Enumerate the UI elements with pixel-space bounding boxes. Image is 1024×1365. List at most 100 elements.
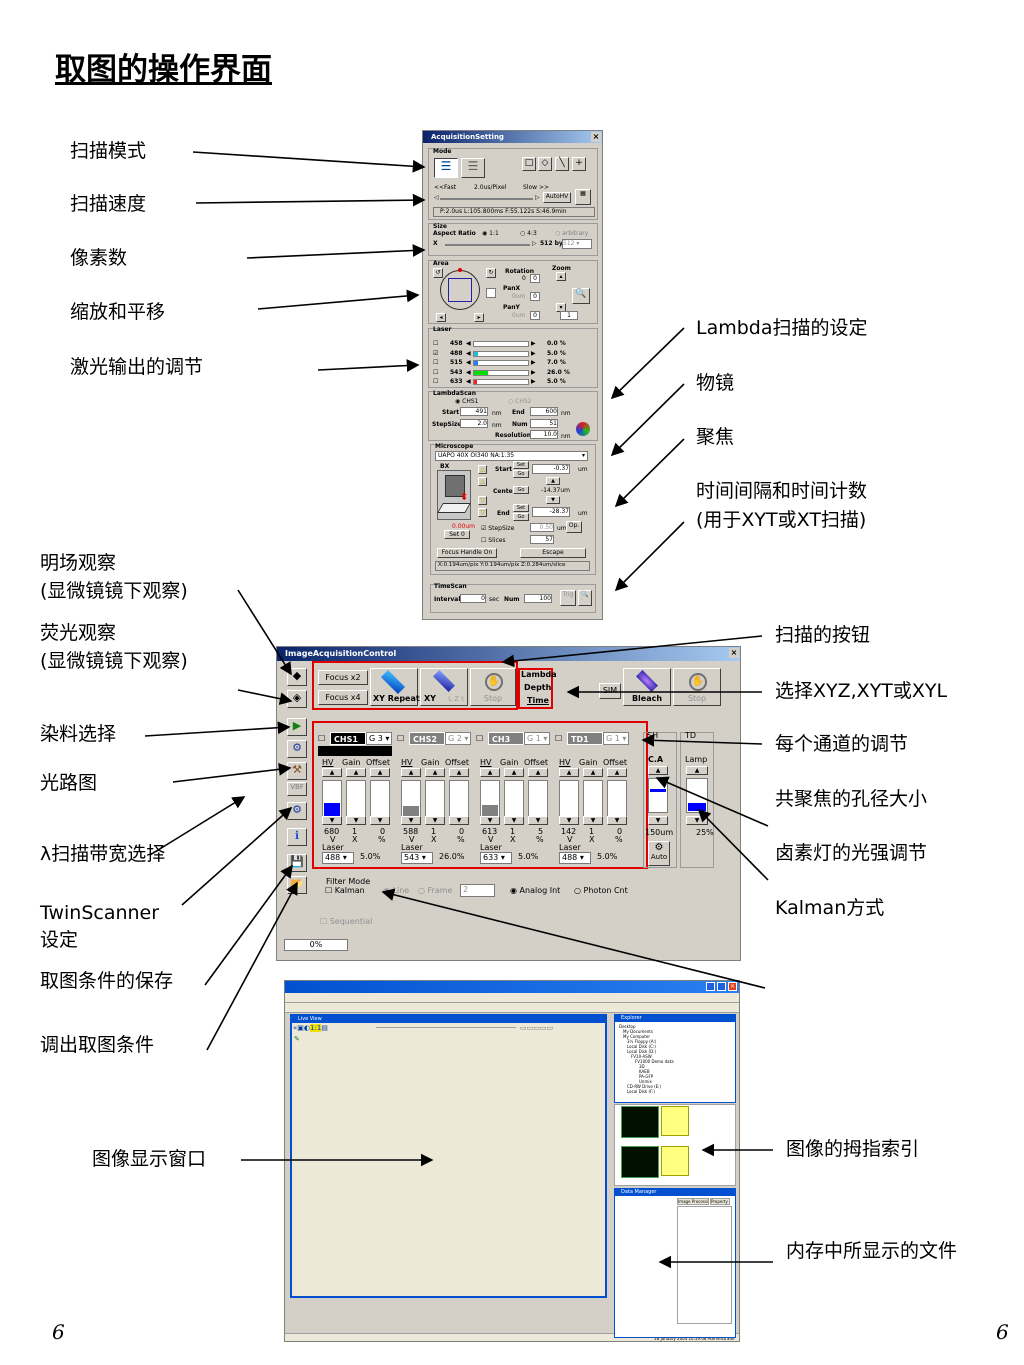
- trig-button[interactable]: Trig: [560, 590, 576, 606]
- laser-slider-track[interactable]: [473, 350, 529, 357]
- rotation-field[interactable]: 0: [530, 274, 540, 283]
- photon-cnt-radio[interactable]: ○ Photon Cnt: [574, 886, 628, 895]
- laser-increase-icon[interactable]: ▶: [531, 340, 536, 347]
- bleach-button[interactable]: Bleach: [623, 668, 671, 706]
- scan-mode-bidirectional-button[interactable]: ☰: [461, 158, 485, 178]
- y-size-select[interactable]: 512 ▾: [562, 239, 592, 249]
- z-end-go-button[interactable]: Go: [513, 513, 529, 521]
- slices-checkbox[interactable]: ☐ Slices: [481, 537, 506, 544]
- z-center-go-button[interactable]: Go: [513, 486, 529, 494]
- gain-up-icon[interactable]: ▲: [504, 768, 524, 777]
- laser-slider-track[interactable]: [473, 369, 529, 376]
- off-down-icon[interactable]: ▼: [607, 816, 627, 825]
- area-line-icon[interactable]: ╲: [555, 157, 569, 171]
- info-icon[interactable]: ℹ: [287, 828, 307, 846]
- tree-item[interactable]: Desktop: [619, 1024, 636, 1029]
- gain-down-icon[interactable]: ▼: [346, 816, 366, 825]
- image-processing-tab[interactable]: Image Processing: [677, 1198, 709, 1205]
- z-end-field[interactable]: -28.37: [532, 507, 570, 517]
- frame-radio[interactable]: ○ Frame: [418, 886, 453, 895]
- autohv-button[interactable]: AutoHV: [543, 192, 571, 203]
- off-down-icon[interactable]: ▼: [449, 816, 469, 825]
- focus-down-fast-icon[interactable]: ▽: [478, 508, 487, 517]
- close-icon[interactable]: ×: [591, 132, 601, 142]
- live-view-window[interactable]: Live View «▣◐1:1▤ ▭▭▭▭▭ ✎: [290, 1014, 607, 1298]
- analog-int-radio[interactable]: ◉ Analog Int: [510, 886, 561, 895]
- interval-field[interactable]: 0: [460, 594, 486, 603]
- gain-up-icon[interactable]: ▲: [425, 768, 445, 777]
- tree-item[interactable]: 3D: [639, 1064, 645, 1069]
- tree-item[interactable]: PA-GFP: [639, 1074, 654, 1079]
- sequential-checkbox[interactable]: ☐ Sequential: [320, 917, 373, 926]
- scan-area-square[interactable]: [448, 278, 472, 302]
- off-up-icon[interactable]: ▲: [449, 768, 469, 777]
- channel-dye-select[interactable]: G 3 ▾: [366, 732, 392, 745]
- channel-dye-select[interactable]: G 1 ▾: [524, 732, 550, 745]
- xy-scan-button[interactable]: XY L Z t: [420, 668, 468, 706]
- hv-down-icon[interactable]: ▼: [559, 816, 579, 825]
- thumbnail-image-2[interactable]: [621, 1146, 659, 1178]
- channel-name[interactable]: CHS2: [409, 732, 445, 745]
- live-view-slider[interactable]: [376, 1027, 516, 1030]
- speed-left-arrow-icon[interactable]: ◁: [434, 194, 439, 201]
- focus-x4-button[interactable]: Focus x4: [318, 690, 368, 705]
- focus-up-icon[interactable]: △: [478, 477, 487, 486]
- ca-down-icon[interactable]: ▼: [648, 816, 668, 825]
- focus-x2-button[interactable]: Focus x2: [318, 670, 368, 685]
- laser-decrease-icon[interactable]: ◀: [466, 368, 471, 376]
- channel-enable-checkbox[interactable]: ☐: [476, 734, 484, 743]
- tree-item[interactable]: FV1000 Demo data: [635, 1059, 674, 1064]
- chs1-radio[interactable]: ◉ CHS1: [455, 398, 479, 405]
- hv-level-well[interactable]: [480, 780, 500, 825]
- lambda-start-field[interactable]: 491: [460, 407, 488, 416]
- tree-item[interactable]: 3½ Floppy (A:): [627, 1039, 657, 1044]
- channel-enable-checkbox[interactable]: ☐: [555, 734, 563, 743]
- laser-decrease-icon[interactable]: ◀: [466, 378, 471, 385]
- area-rect-icon[interactable]: □: [522, 157, 536, 171]
- tree-item[interactable]: Local Disk (C:): [627, 1044, 656, 1049]
- spectrum-icon[interactable]: [576, 422, 590, 436]
- z-start-go-button[interactable]: Go: [513, 470, 529, 478]
- hv-up-icon[interactable]: ▲: [322, 768, 342, 777]
- pixel-size-right-icon[interactable]: ▷: [532, 240, 537, 247]
- rotate-right-icon[interactable]: ↻: [486, 268, 496, 278]
- lambda-end-field[interactable]: 600: [530, 407, 558, 416]
- channel-laser-select[interactable]: 633 ▾: [480, 852, 512, 864]
- tree-item[interactable]: My Documents: [623, 1029, 653, 1034]
- laser-checkbox[interactable]: ☐: [433, 359, 439, 366]
- pixel-size-slider[interactable]: [445, 244, 530, 246]
- off-up-icon[interactable]: ▲: [370, 768, 390, 777]
- stop-scan-button[interactable]: ✋ Stop: [470, 668, 516, 706]
- laser-decrease-icon[interactable]: ◀: [466, 349, 471, 357]
- lambda-resolution-field[interactable]: 10.0: [530, 430, 558, 439]
- minimize-icon[interactable]: [706, 982, 715, 991]
- hv-down-icon[interactable]: ▼: [480, 816, 500, 825]
- property-tab[interactable]: Property: [710, 1198, 730, 1205]
- aspect-4-3-radio[interactable]: ○ 4:3: [520, 230, 537, 237]
- pan-left-icon[interactable]: ◂: [436, 313, 446, 322]
- light-path-icon[interactable]: ⚙: [287, 740, 307, 758]
- laser-checkbox[interactable]: ☐: [433, 368, 439, 376]
- tree-item[interactable]: KAEB: [639, 1069, 650, 1074]
- laser-checkbox[interactable]: ☐: [433, 378, 439, 385]
- z-start-field[interactable]: -0.37: [532, 464, 570, 474]
- pan-right-icon[interactable]: ▸: [474, 313, 484, 322]
- depth-mode-label[interactable]: Depth: [524, 683, 552, 692]
- pencil-icon[interactable]: ✎: [294, 1035, 300, 1043]
- zoom-magnifier-icon[interactable]: 🔍: [572, 288, 590, 304]
- zoom-field[interactable]: 1: [560, 311, 578, 320]
- channel-dye-select[interactable]: G 1 ▾: [603, 732, 629, 745]
- gain-down-icon[interactable]: ▼: [504, 816, 524, 825]
- off-up-icon[interactable]: ▲: [528, 768, 548, 777]
- gain-down-icon[interactable]: ▼: [425, 816, 445, 825]
- tree-item[interactable]: My Computer: [623, 1034, 650, 1039]
- lambda-mode-label[interactable]: Lambda: [521, 670, 557, 679]
- lambda-stepsize-field[interactable]: 2.0: [460, 419, 488, 428]
- aspect-1-1-radio[interactable]: ◉ 1:1: [482, 230, 499, 237]
- gain-up-icon[interactable]: ▲: [583, 768, 603, 777]
- speed-right-arrow-icon[interactable]: ▷: [535, 194, 540, 201]
- area-point-icon[interactable]: +: [572, 157, 586, 171]
- channel-name[interactable]: CHS1: [330, 732, 366, 745]
- channel-dye-select[interactable]: G 2 ▾: [445, 732, 471, 745]
- thumbnail-image-1[interactable]: [621, 1106, 659, 1138]
